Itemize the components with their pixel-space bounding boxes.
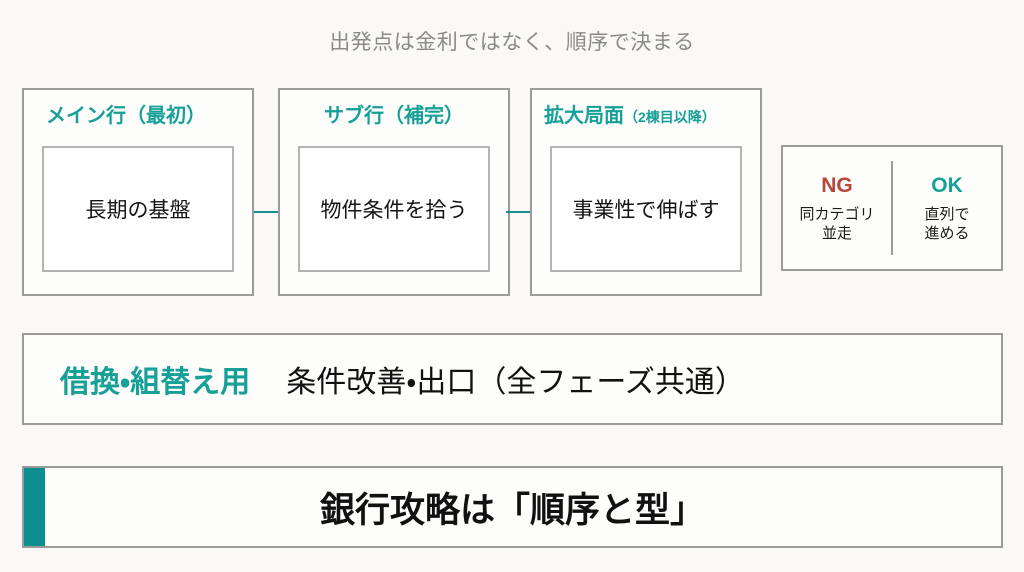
phase-card-heading: サブ行（補完） [280,106,508,126]
phase-card-body: 物件条件を拾う [298,146,490,272]
rule-divider [891,161,893,255]
phase-card-main-bank: メイン行（最初） 長期の基盤 [22,88,254,296]
phase-heading-main: 拡大局面 [544,105,624,127]
phase-heading-main: サブ行（補完） [324,105,464,127]
rule-panel: NG 同カテゴリ並走 OK 直列で進める [781,145,1003,271]
phase-card-expansion: 拡大局面（2棟目以降） 事業性で伸ばす [530,88,762,296]
banner-main-label: 条件改善・出口（全フェーズ共通） [286,366,745,399]
phase-card-body: 長期の基盤 [42,146,234,272]
phase-heading-main: メイン行（最初） [46,105,206,127]
status-badge-ok: OK [931,173,963,197]
rule-column-ng: NG 同カテゴリ並走 [783,147,891,269]
page-title: 出発点は金利ではなく、順序で決まる [329,31,695,54]
key-message-label: 銀行攻略は「順序と型」 [319,490,705,530]
phase-body-label: 長期の基盤 [85,199,191,222]
phase-card-body: 事業性で伸ばす [550,146,742,272]
rule-description-ok: 直列で進める [924,205,970,242]
accent-bar [24,468,45,546]
phase-heading-note: （2棟目以降） [624,109,716,125]
rule-column-ok: OK 直列で進める [893,147,1001,269]
phase-body-label: 事業性で伸ばす [572,199,720,222]
status-badge-ng: NG [821,173,853,197]
banner-tag-label: 借換・組替え用 [60,366,251,399]
key-message-bar: 銀行攻略は「順序と型」 [22,466,1003,548]
phase-card-sub-bank: サブ行（補完） 物件条件を拾う [278,88,510,296]
arrow-shaft [506,211,533,213]
rule-description-ng: 同カテゴリ並走 [799,205,875,242]
phase-card-heading: メイン行（最初） [24,106,252,126]
arrow-shaft [254,211,281,213]
phase-card-heading: 拡大局面（2棟目以降） [532,106,760,126]
phase-body-label: 物件条件を拾う [320,199,468,222]
banner-refinance: 借換・組替え用 条件改善・出口（全フェーズ共通） [22,333,1003,425]
